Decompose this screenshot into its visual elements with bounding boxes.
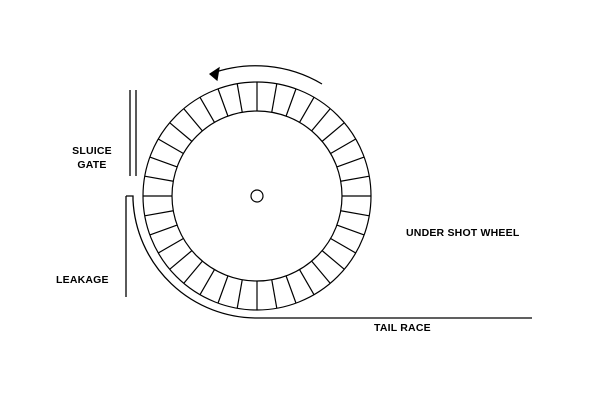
wheel-bucket-divider [144,210,174,217]
wheel-hub [250,189,264,203]
rotation-arrow [209,65,323,85]
wheel-bucket-divider [169,250,193,270]
wheel-bucket-divider [169,122,193,142]
under-shot-wheel-label: UNDER SHOT WHEEL [406,227,520,239]
wheel-bucket-divider [236,279,243,309]
wheel-bucket-divider [330,138,357,155]
channel-inner-wall [126,195,532,319]
sluice-gate-label-line1: SLUICE [72,145,112,157]
wheel-bucket-divider [321,122,345,142]
wheel-bucket-divider [285,88,297,117]
rotation-arrowhead [209,66,220,82]
wheel-bucket-divider [298,269,315,296]
rotation-arrow-arc [209,65,323,85]
sluice-gate-label-line2: GATE [77,159,107,171]
wheel-bucket-divider [217,88,229,117]
wheel-bucket-divider [271,279,278,309]
wheel-outer-rim [142,81,372,311]
wheel-bucket-divider [311,260,331,284]
tail-race-label: TAIL RACE [374,322,431,334]
wheel-bucket-divider [336,156,365,168]
wheel-bucket-divider [236,83,243,113]
wheel-bucket-divider [330,237,357,254]
wheel-bucket-divider [144,175,174,182]
wheel-bucket-divider [285,275,297,304]
wheel-bucket-divider [271,83,278,113]
wheel-inner-rim [171,110,343,282]
wheel-bucket-divider [217,275,229,304]
wheel-bucket-divider [149,224,178,236]
leakage-label: LEAKAGE [56,274,109,286]
water-wheel [142,81,372,311]
wheel-bucket-divider [298,96,315,123]
wheel-bucket-divider [157,138,184,155]
wheel-bucket-divider [199,269,216,296]
wheel-bucket-divider [157,237,184,254]
wheel-bucket-divider [340,210,370,217]
wheel-bucket-divider [183,260,203,284]
wheel-buckets [143,82,371,310]
channel [125,195,532,319]
wheel-bucket-divider [199,96,216,123]
sluice-gate [129,90,137,176]
wheel-bucket-divider [336,224,365,236]
wheel-bucket-divider [183,108,203,132]
wheel-bucket-divider [149,156,178,168]
wheel-bucket-divider [340,175,370,182]
wheel-bucket-divider [321,250,345,270]
wheel-bucket-divider [311,108,331,132]
sluice-gate-label: SLUICE GATE [62,144,122,172]
